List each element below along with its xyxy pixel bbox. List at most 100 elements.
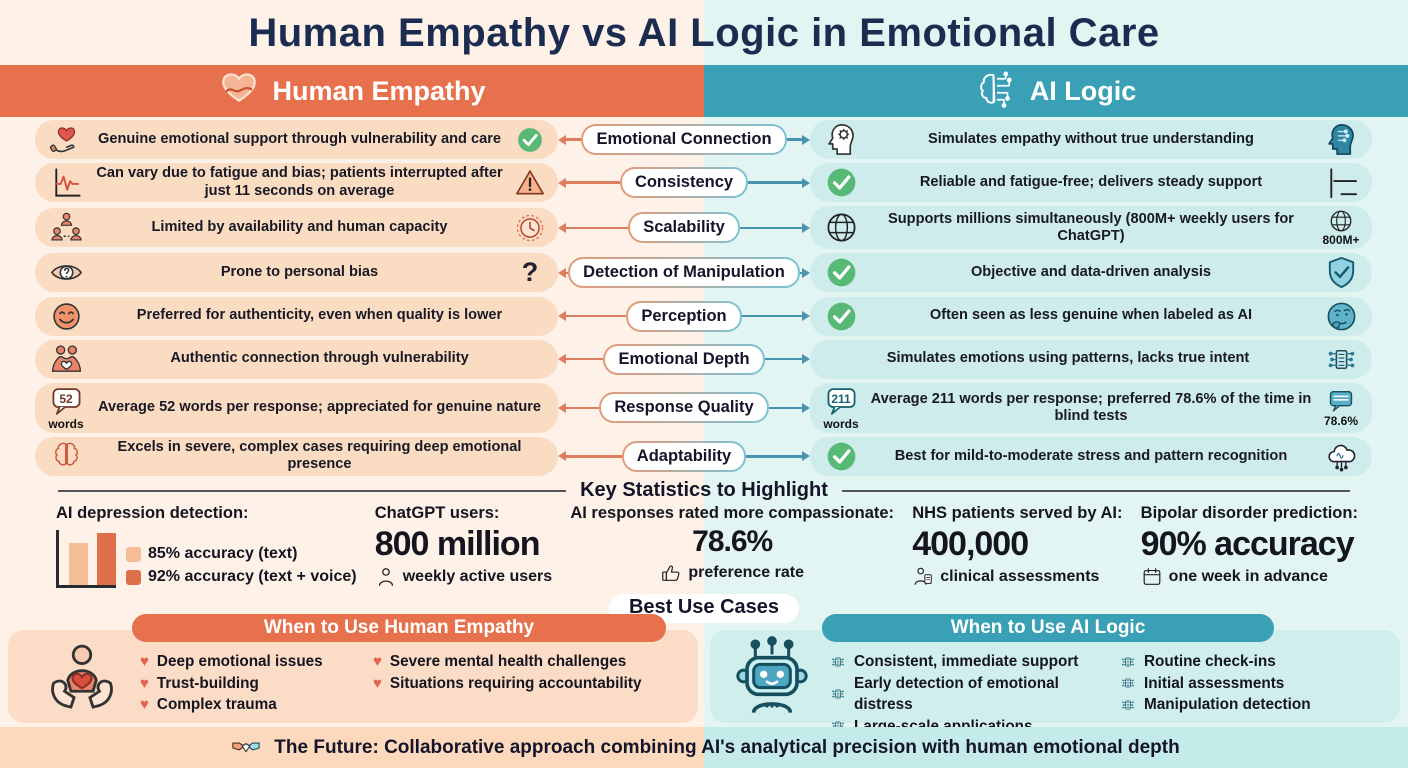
- chip-bullet-icon: [830, 654, 846, 670]
- stat-chatgpt-users: ChatGPT users: 800 million weekly active…: [375, 504, 552, 588]
- category-pill: Perception: [626, 300, 742, 332]
- bar-92: [97, 533, 116, 585]
- ai-point: Reliable and fatigue-free; delivers stea…: [810, 163, 1372, 203]
- human-use-case-list: ♥Severe mental health challenges ♥Situat…: [373, 651, 641, 716]
- stat-bipolar-prediction: Bipolar disorder prediction: 90% accurac…: [1141, 504, 1358, 588]
- arrow-left-icon: [558, 177, 620, 188]
- row-emotional-connection: Genuine emotional support through vulner…: [0, 120, 1408, 159]
- category-pill: Response Quality: [599, 392, 769, 424]
- list-item: Consistent, immediate support: [830, 651, 1120, 673]
- check-icon: [818, 165, 864, 200]
- brain-icon: [43, 439, 89, 474]
- category-pill: Scalability: [628, 212, 740, 244]
- pulse-chart-icon: [43, 165, 89, 200]
- check-icon: [818, 439, 864, 474]
- robot-icon: [732, 634, 812, 718]
- flat-line-chart-icon: [1318, 165, 1364, 200]
- ai-point: Simulates empathy without true understan…: [810, 120, 1372, 159]
- people-network-icon: [43, 210, 89, 245]
- column-header-human-label: Human Empathy: [272, 75, 486, 106]
- legend-swatch: [126, 546, 141, 562]
- chat-bubble-icon: 78.6%: [1318, 387, 1364, 428]
- column-header-ai-label: AI Logic: [1029, 75, 1137, 106]
- warning-icon: [510, 168, 550, 198]
- stats-row: AI depression detection: 85% accuracy (t…: [56, 504, 1358, 588]
- chip-bullet-icon: [1120, 654, 1136, 670]
- footer-text: The Future: Collaborative approach combi…: [274, 736, 1180, 758]
- legend-item: 85% accuracy (text): [126, 545, 357, 563]
- calendar-icon: [1141, 566, 1163, 588]
- column-header-human: Human Empathy: [0, 65, 704, 117]
- ai-point: Objective and data-driven analysis: [810, 253, 1372, 293]
- arrow-right-icon: [748, 177, 810, 188]
- list-item: ♥Complex trauma: [140, 694, 373, 716]
- stat-nhs-patients: NHS patients served by AI: 400,000 clini…: [912, 504, 1123, 588]
- question-mark-icon: ?: [521, 257, 539, 288]
- arrow-left-icon: [558, 311, 627, 321]
- ai-use-cases-panel: When to Use AI Logic Consistent, immedia…: [710, 614, 1400, 735]
- cloud-ai-icon: [1318, 439, 1364, 474]
- legend-swatch: [126, 569, 141, 585]
- circuit-chip-icon: [1318, 342, 1364, 377]
- ai-point: Simulates emotions using patterns, lacks…: [810, 339, 1372, 379]
- arrow-right-icon: [746, 451, 810, 462]
- arrow-left-icon: [558, 267, 569, 278]
- category-pill: Consistency: [619, 167, 749, 199]
- arrow-right-icon: [768, 402, 810, 413]
- shield-check-icon: [1318, 255, 1364, 290]
- brain-circuit-icon: [976, 70, 1018, 112]
- globe-icon: [818, 210, 864, 245]
- divider-line: [841, 489, 1350, 492]
- accuracy-bar-chart: [56, 530, 116, 588]
- category-pill: Adaptability: [621, 440, 747, 472]
- page-title: Human Empathy vs AI Logic in Emotional C…: [248, 11, 1160, 55]
- chart-legend: 85% accuracy (text) 92% accuracy (text +…: [126, 545, 357, 588]
- category-pill: Emotional Depth: [603, 343, 765, 375]
- divider-line: [58, 489, 567, 492]
- ai-point: Best for mild-to-moderate stress and pat…: [810, 436, 1372, 476]
- footer-banner: The Future: Collaborative approach combi…: [0, 727, 1408, 768]
- heart-hand-icon: [218, 70, 260, 112]
- stat-depression-detection: AI depression detection: 85% accuracy (t…: [56, 504, 357, 588]
- arrow-right-icon: [799, 267, 811, 278]
- person-icon: [375, 566, 397, 588]
- row-adaptability: Excels in severe, complex cases requirin…: [0, 436, 1408, 476]
- human-point: 52 words Average 52 words per response; …: [35, 382, 558, 433]
- ai-use-case-list: Routine check-ins Initial assessments Ma…: [1120, 651, 1311, 737]
- row-emotional-depth: Authentic connection through vulnerabili…: [0, 339, 1408, 379]
- column-header-ai: AI Logic: [704, 65, 1408, 117]
- word-count-badge: 211 words: [818, 385, 864, 431]
- row-response-quality: 52 words Average 52 words per response; …: [0, 382, 1408, 433]
- head-gear-icon: [818, 122, 864, 157]
- chip-bullet-icon: [830, 686, 846, 702]
- list-item: ♥Deep emotional issues: [140, 651, 373, 673]
- smiley-face-icon: [43, 299, 89, 334]
- category-pill: Emotional Connection: [581, 124, 787, 155]
- stats-heading: Key Statistics to Highlight: [58, 479, 1350, 502]
- human-use-case-list: ♥Deep emotional issues ♥Trust-building ♥…: [140, 651, 373, 716]
- person-clipboard-icon: [912, 566, 934, 588]
- human-point: Preferred for authenticity, even when qu…: [35, 296, 558, 336]
- list-item: Initial assessments: [1120, 673, 1311, 695]
- category-pill: Detection of Manipulation: [568, 257, 800, 289]
- thinking-face-icon: [1318, 299, 1364, 334]
- arrow-left-icon: [558, 222, 629, 233]
- arrow-right-icon: [739, 222, 810, 233]
- thumbs-up-icon: [660, 562, 682, 584]
- check-icon: [818, 255, 864, 290]
- hand-heart-icon: [43, 122, 89, 157]
- heart-bullet-icon: ♥: [373, 653, 382, 670]
- row-consistency: Can vary due to fatigue and bias; patien…: [0, 163, 1408, 203]
- list-item: Early detection of emotional distress: [830, 673, 1120, 716]
- eye-question-icon: [43, 255, 89, 290]
- arrow-left-icon: [558, 451, 622, 462]
- stats-heading-label: Key Statistics to Highlight: [580, 479, 828, 501]
- comparison-rows: Genuine emotional support through vulner…: [0, 120, 1408, 476]
- human-use-cases-title: When to Use Human Empathy: [132, 614, 666, 642]
- column-headers: Human Empathy AI Logic: [0, 65, 1408, 117]
- list-item: Routine check-ins: [1120, 651, 1311, 673]
- list-item: Manipulation detection: [1120, 694, 1311, 716]
- row-scalability: Limited by availability and human capaci…: [0, 206, 1408, 250]
- chip-bullet-icon: [1120, 697, 1136, 713]
